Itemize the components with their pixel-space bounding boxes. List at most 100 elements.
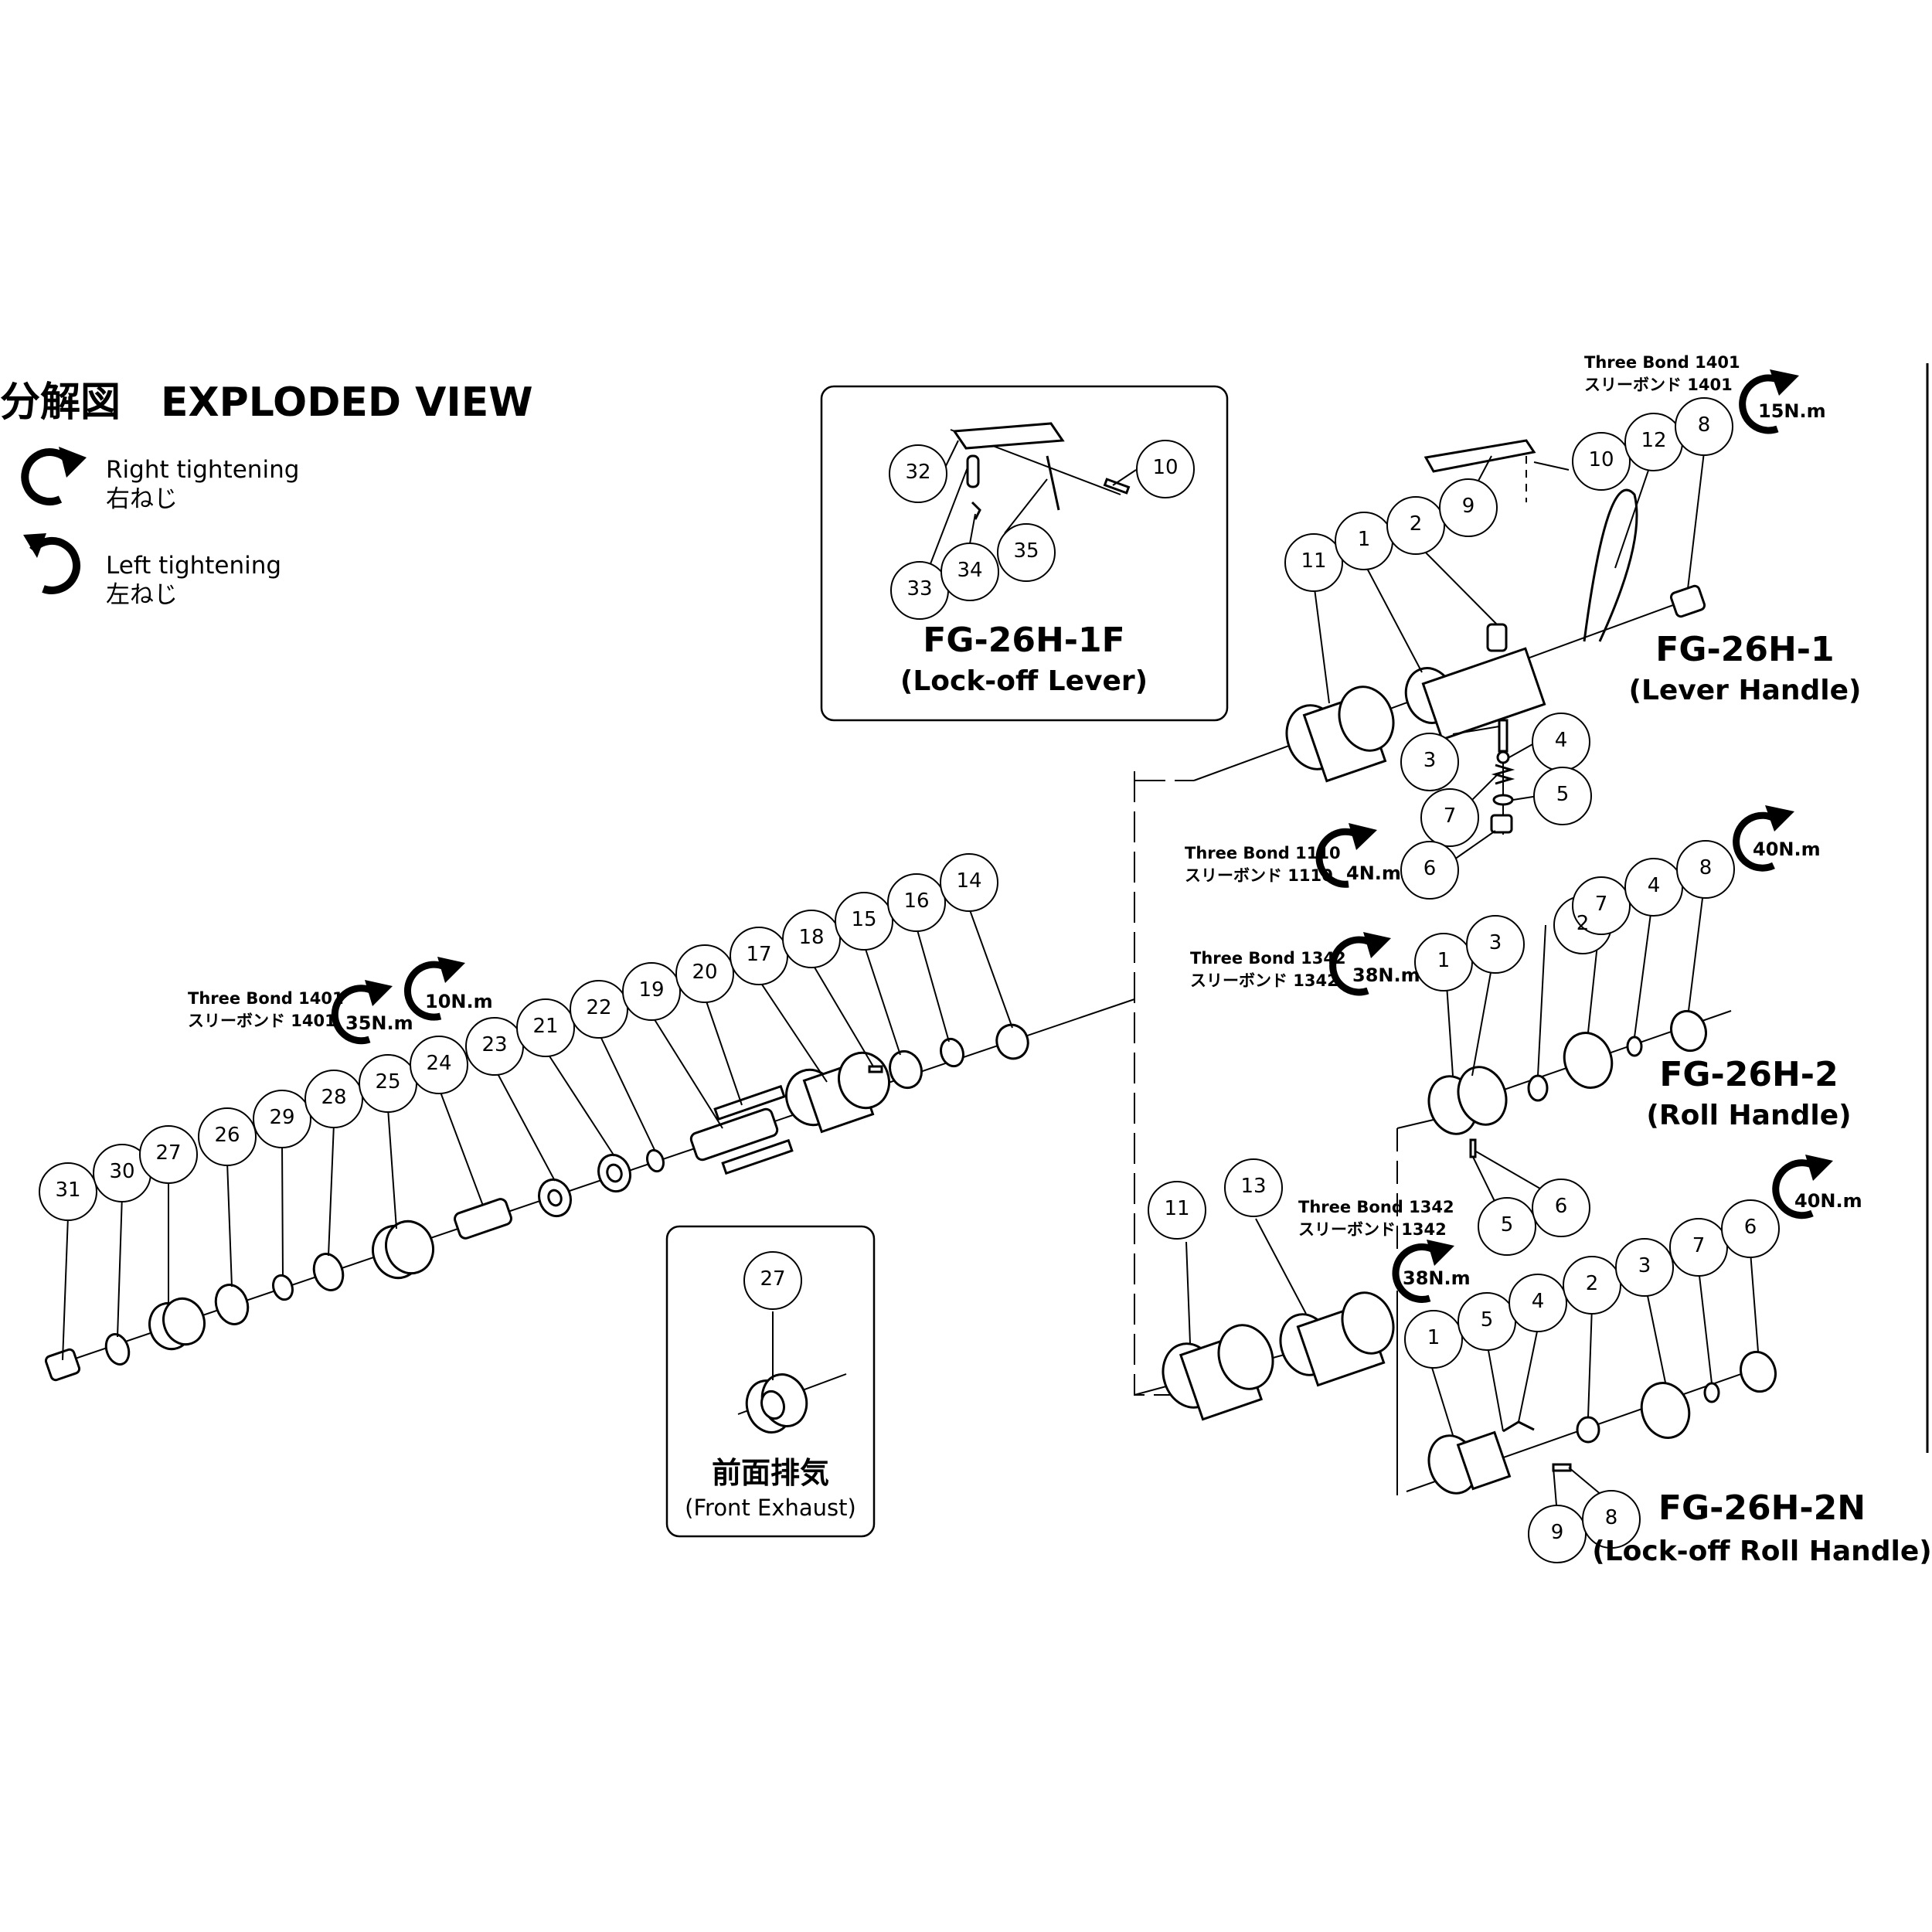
- front-exhaust-box: [665, 1225, 876, 1538]
- variant-model: FG-26H-1: [1655, 630, 1835, 669]
- callout-circle: [1439, 478, 1498, 537]
- callout-number: 6: [1743, 1216, 1757, 1239]
- callout-number: 4: [1554, 729, 1568, 752]
- legend-left-jp: 左ねじ: [106, 581, 178, 609]
- legend-right-jp: 右ねじ: [106, 485, 178, 513]
- callout-circle: [1676, 840, 1735, 899]
- adhesive-en: Three Bond 1110: [1185, 844, 1341, 862]
- callout-circle: [940, 853, 998, 912]
- callout-number: 6: [1554, 1195, 1568, 1218]
- adhesive-note: Three Bond 1342 スリーボンド 1342: [1298, 1196, 1454, 1241]
- callout-number: 1: [1427, 1326, 1440, 1349]
- torque-value: 40N.m: [1794, 1190, 1862, 1212]
- dashed-connector: [1134, 771, 1172, 1396]
- callout-circle: [1572, 432, 1631, 491]
- variant-fg26h2n: FG-26H-2N (Lock-off Roll Handle): [1592, 1484, 1931, 1570]
- callout-circle: [1404, 1310, 1463, 1369]
- counterclockwise-arrow-icon: [23, 533, 81, 594]
- adhesive-jp: スリーボンド 1342: [1298, 1220, 1447, 1239]
- callout-circle: [1528, 1505, 1587, 1563]
- callout-number: 8: [1604, 1506, 1618, 1529]
- callout-circle: [1466, 915, 1525, 974]
- variant-desc: (Lock-off Roll Handle): [1592, 1536, 1932, 1567]
- variant-fg26h2: FG-26H-2 (Roll Handle): [1646, 1053, 1851, 1134]
- callout-number: 6: [1423, 857, 1437, 880]
- callout-circle: [1400, 841, 1459, 900]
- clockwise-arrow-icon: [21, 447, 87, 506]
- front-exhaust-part: [745, 1373, 808, 1434]
- callout-number: 3: [1423, 749, 1437, 772]
- callout-number: 8: [1697, 413, 1711, 437]
- callout-circle: [622, 962, 681, 1021]
- legend-right-en: Right tightening: [106, 456, 300, 484]
- callout-number: 2: [1585, 1272, 1599, 1295]
- callout-number: 9: [1550, 1521, 1564, 1544]
- callout-number: 27: [760, 1267, 786, 1291]
- callout-number: 2: [1409, 512, 1423, 536]
- callout-number: 30: [109, 1160, 135, 1183]
- front-exhaust-title: 前面排気 (Front Exhaust): [685, 1453, 856, 1522]
- callout-circle: [1563, 1256, 1621, 1315]
- callout-number: 11: [1301, 549, 1327, 573]
- callout-circle: [253, 1090, 311, 1148]
- callout-circle: [1148, 1181, 1206, 1240]
- variant-model: FG-26H-1F: [923, 621, 1125, 660]
- callout-circles: [39, 397, 1780, 1563]
- callout-circle: [1136, 440, 1195, 498]
- callout-number: 10: [1588, 448, 1614, 471]
- callout-circle: [1675, 397, 1733, 456]
- legend-left: Left tightening 左ねじ: [106, 551, 281, 610]
- callout-circle: [782, 910, 841, 968]
- callout-circle: [1615, 1238, 1674, 1297]
- variant-fg26h1f: FG-26H-1F (Lock-off Lever): [900, 618, 1148, 700]
- callout-number: 17: [746, 943, 772, 966]
- callout-number: 29: [269, 1106, 295, 1129]
- legend-left-en: Left tightening: [106, 552, 282, 580]
- callout-number: 7: [1443, 804, 1457, 828]
- callout-circle: [516, 998, 575, 1057]
- callout-number: 12: [1641, 429, 1667, 452]
- callout-number: 32: [905, 461, 931, 484]
- callout-circle: [1533, 767, 1592, 825]
- front-exhaust-jp: 前面排気: [711, 1456, 830, 1490]
- callout-number: 14: [956, 869, 982, 893]
- callout-number: 26: [214, 1124, 240, 1147]
- adhesive-note: Three Bond 1342 スリーボンド 1342: [1190, 947, 1346, 992]
- callout-number: 8: [1699, 856, 1713, 879]
- callout-number: 15: [851, 908, 877, 931]
- callout-circle: [1386, 496, 1445, 555]
- callout-number: 2: [1576, 912, 1590, 935]
- torque-value: 15N.m: [1758, 400, 1826, 422]
- lever-box-parts: [952, 422, 1131, 520]
- callout-circle: [1532, 1179, 1590, 1237]
- torque-value: 38N.m: [1403, 1267, 1471, 1289]
- callout-number: 3: [1638, 1254, 1651, 1277]
- callout-number: 23: [481, 1033, 508, 1056]
- callout-circle: [410, 1036, 468, 1094]
- callout-circle: [835, 892, 893, 951]
- callout-circle: [1509, 1274, 1567, 1332]
- lock-off-lever-box: [820, 385, 1229, 722]
- adhesive-note: Three Bond 1401 スリーボンド 1401: [1584, 352, 1740, 396]
- callout-number: 4: [1647, 874, 1661, 897]
- callout-number: 5: [1556, 783, 1570, 806]
- legend-right: Right tightening 右ねじ: [106, 455, 299, 514]
- variant-desc: (Roll Handle): [1646, 1100, 1852, 1131]
- adhesive-note: Three Bond 1110 スリーボンド 1110: [1185, 842, 1341, 887]
- leader-lines: [62, 440, 1759, 1515]
- callout-circle: [997, 523, 1056, 582]
- adhesive-en: Three Bond 1401: [188, 989, 344, 1008]
- torque-value: 4N.m: [1346, 862, 1401, 884]
- fg26h2-parts: [1427, 1009, 1707, 1158]
- callout-circle: [1420, 788, 1479, 847]
- fg26h1-parts: [1285, 439, 1706, 834]
- callout-circle: [198, 1107, 257, 1166]
- callout-circle: [743, 1251, 802, 1310]
- callout-circle: [1284, 533, 1343, 592]
- callout-number: 25: [375, 1070, 401, 1094]
- callout-circle: [730, 927, 788, 985]
- callout-number: 4: [1531, 1290, 1545, 1313]
- adhesive-jp: スリーボンド 1110: [1185, 866, 1333, 885]
- variant-model: FG-26H-2N: [1658, 1488, 1866, 1528]
